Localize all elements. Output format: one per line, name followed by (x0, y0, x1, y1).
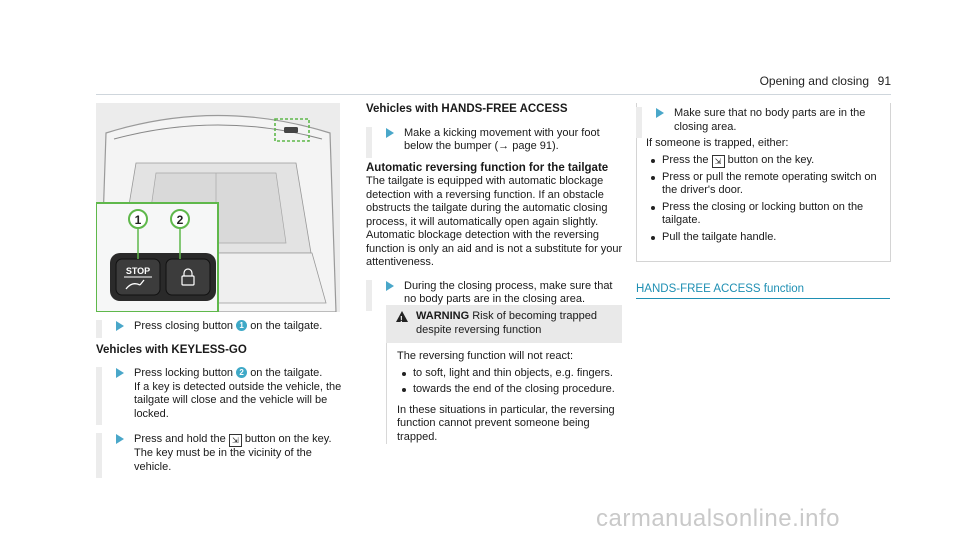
step-closing-area: During the closing process, make sure th… (366, 279, 626, 311)
callout-1-icon: 1 (236, 320, 248, 331)
step-no-body-parts: Make sure that no body parts are in the … (636, 107, 882, 138)
page-number: 91 (877, 74, 891, 88)
warning-title: Risk of becoming trapped despite reversi… (416, 310, 597, 336)
section-title: Opening and closing (759, 74, 869, 88)
trapped-bullet: Press the closing or locking button on t… (646, 201, 882, 228)
instruction-box (636, 103, 891, 262)
reversing-paragraph: The tailgate is equipped with automatic … (366, 175, 623, 268)
warning-intro: The reversing function will not react: (397, 350, 574, 362)
column-1: Press closing button 1 on the tailgate. … (96, 320, 346, 478)
step-press-closing: Press closing button 1 on the tailgate. (96, 320, 346, 337)
step-text: on the tailgate. (250, 367, 323, 379)
trapped-bullet: Press the ⇲ button on the key. (646, 154, 882, 168)
step-text: Make a kicking movement with your foot b… (404, 126, 600, 153)
step-arrow-icon (386, 127, 394, 138)
step-press-locking: Press locking button 2 on the tailgate. … (96, 367, 346, 425)
header-divider (96, 94, 891, 95)
step-kick: Make a kicking movement with your foot b… (366, 126, 626, 158)
step-detail: If a key is detected outside the vehicle… (134, 380, 342, 420)
watermark: carmanualsonline.info (596, 505, 840, 532)
tailgate-key-icon: ⇲ (711, 154, 725, 168)
warning-header: ! WARNING Risk of becoming trapped despi… (386, 305, 622, 343)
step-detail: The key must be in the vicinity of the v… (134, 447, 312, 473)
tailgate-key-icon: ⇲ (228, 434, 242, 447)
tailgate-drawing: 1 2 STOP (96, 103, 340, 312)
warning-outro: In these situations in particular, the r… (397, 403, 615, 443)
callout-2-icon: 2 (236, 367, 248, 378)
stop-label: STOP (126, 266, 150, 276)
warning-label: WARNING (416, 310, 470, 322)
column-2: Vehicles with HANDS-FREE ACCESS Make a k… (366, 103, 626, 311)
trapped-bullet: Pull the tailgate handle. (646, 231, 882, 245)
bullet-text: button on the key. (727, 153, 815, 166)
warning-bullet: towards the end of the closing procedure… (397, 383, 622, 397)
warning-box: ! WARNING Risk of becoming trapped despi… (386, 305, 622, 444)
step-arrow-icon (116, 434, 124, 444)
subheading-reversing: Automatic reversing function for the tai… (366, 161, 609, 174)
step-text: button on the key. (244, 433, 332, 445)
warning-icon: ! (396, 311, 408, 324)
step-text: Press locking button (134, 367, 234, 379)
step-text: on the tailgate. (250, 320, 323, 332)
step-arrow-icon (116, 321, 124, 331)
step-text: Press closing button (134, 320, 234, 332)
hands-free-access-link[interactable]: HANDS-FREE ACCESS function (636, 283, 890, 299)
trapped-intro: If someone is trapped, either: (646, 137, 789, 149)
step-arrow-icon (656, 108, 664, 118)
trapped-bullet: Press or pull the remote operating switc… (646, 171, 882, 198)
subheading-keyless-go: Vehicles with KEYLESS-GO (96, 343, 247, 356)
step-arrow-icon (116, 368, 124, 378)
heading-hands-free-access: Vehicles with HANDS-FREE ACCESS (366, 103, 568, 115)
tailgate-illustration: 1 2 STOP (96, 103, 340, 312)
step-text: Press and hold the (134, 433, 226, 445)
warning-body: The reversing function will not react: t… (386, 343, 622, 444)
step-text: Make sure that no body parts are in the … (674, 107, 866, 133)
step-arrow-icon (386, 280, 394, 291)
column-3: Make sure that no body parts are in the … (636, 107, 882, 245)
button-number-1: 1 (135, 213, 142, 227)
step-press-hold-key: Press and hold the ⇲ button on the key. … (96, 433, 346, 478)
warning-bullet: to soft, light and thin objects, e.g. fi… (397, 367, 622, 381)
button-number-2: 2 (177, 213, 184, 227)
step-text: During the closing process, make sure th… (404, 279, 613, 306)
bullet-text: Press the (662, 153, 709, 166)
